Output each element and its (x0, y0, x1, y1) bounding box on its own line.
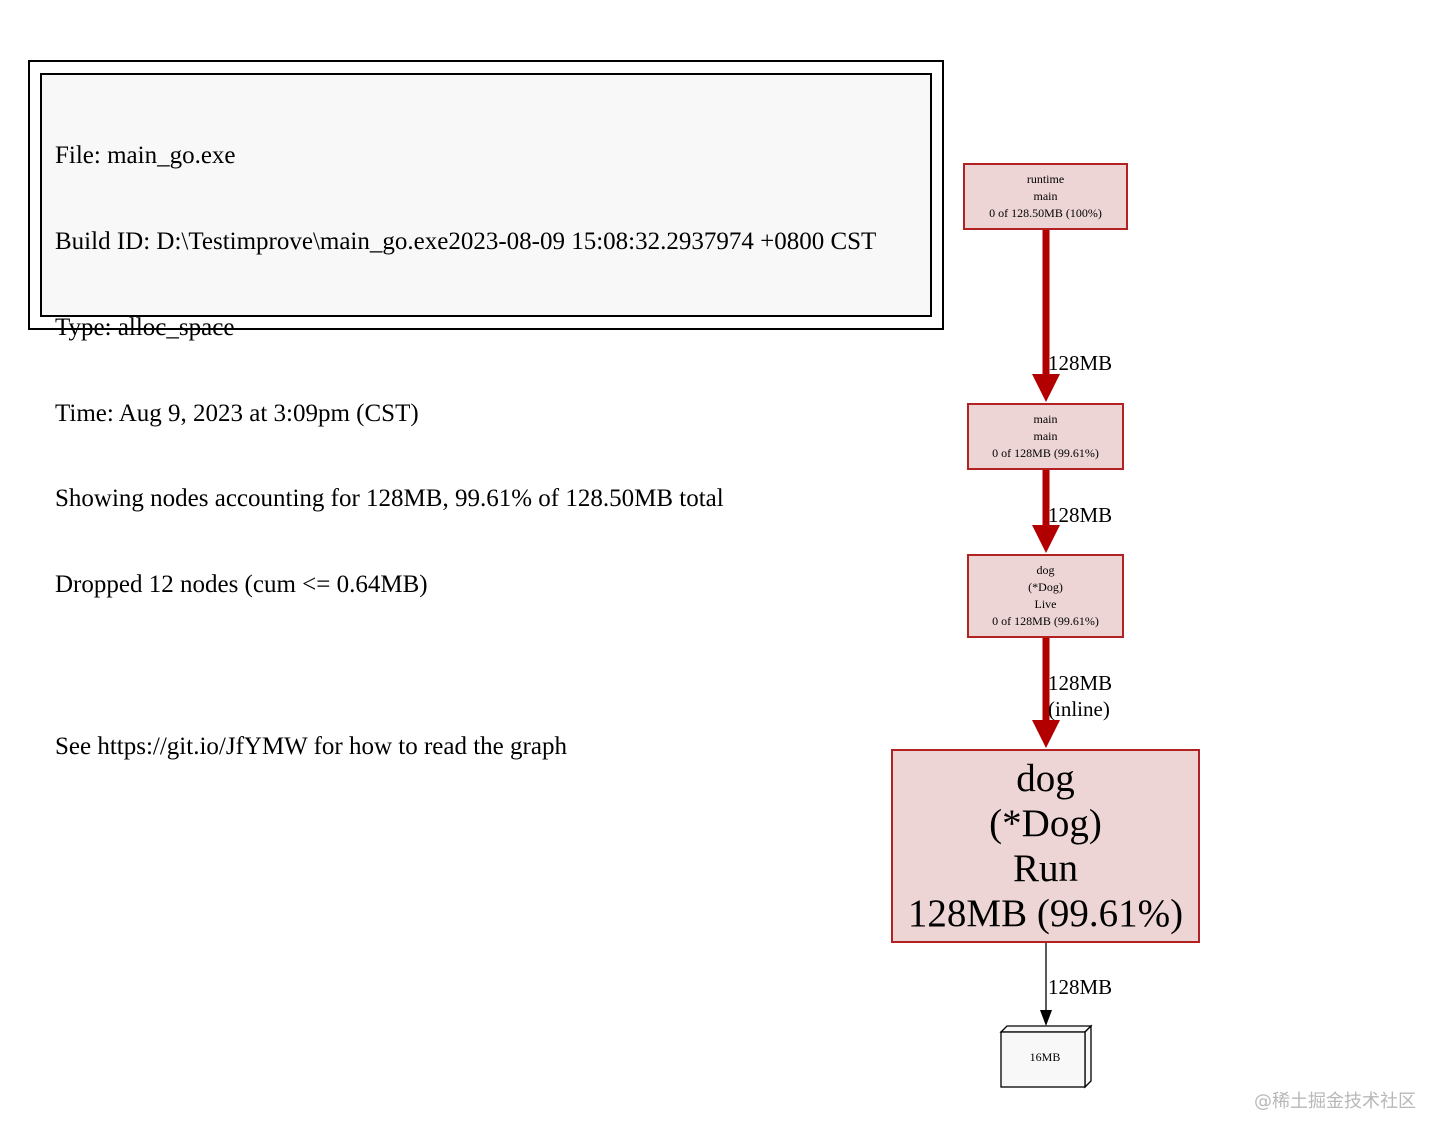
node-package: main (1033, 412, 1058, 426)
legend-time: Time: Aug 9, 2023 at 3:09pm (CST) (55, 399, 419, 427)
legend-build-id: Build ID: D:\Testimprove\main_go.exe2023… (55, 227, 877, 255)
node-stats: 0 of 128.50MB (100%) (989, 206, 1102, 220)
edge-arrowhead (1032, 374, 1060, 402)
node-package: dog (1016, 757, 1075, 800)
node-package: dog (1036, 563, 1055, 577)
node-stats: 128MB (99.61%) (907, 892, 1184, 935)
edge-label: 128MB (inline) (1048, 671, 1113, 721)
node-function: main (1033, 189, 1058, 203)
edge-label: 128MB (1048, 351, 1113, 375)
legend-file: File: main_go.exe (55, 142, 236, 170)
legend-dropped: Dropped 12 nodes (cum <= 0.64MB) (55, 571, 428, 599)
node-dog-run[interactable]: dog (*Dog) Run 128MB (99.61%) (891, 749, 1200, 943)
node-dog-live[interactable]: dog (*Dog) Live 0 of 128MB (99.61%) (967, 554, 1124, 638)
legend-showing: Showing nodes accounting for 128MB, 99.6… (55, 485, 724, 513)
edge-label: 128MB (1048, 503, 1113, 527)
legend-help-link[interactable]: See https://git.io/JfYMW for how to read… (55, 733, 567, 761)
legend-content: File: main_go.exe Build ID: D:\Testimpro… (40, 73, 932, 760)
node-function: Live (1034, 597, 1057, 611)
node-runtime-main[interactable]: runtime main 0 of 128.50MB (100%) (963, 163, 1128, 230)
edge-arrowhead (1040, 1010, 1052, 1026)
node-stats: 0 of 128MB (99.61%) (992, 614, 1099, 628)
leaf-node-label[interactable]: 16MB (1029, 1050, 1061, 1064)
node-function: Run (1012, 847, 1078, 890)
node-stats: 0 of 128MB (99.61%) (992, 446, 1099, 460)
edge-label: 128MB (1048, 975, 1113, 999)
node-package: runtime (1026, 172, 1065, 186)
node-receiver: (*Dog) (989, 802, 1102, 845)
edge-arrowhead (1032, 720, 1060, 748)
edge-arrowhead (1032, 525, 1060, 553)
node-main-main[interactable]: main main 0 of 128MB (99.61%) (967, 403, 1124, 470)
watermark: @稀土掘金技术社区 (1254, 1091, 1416, 1112)
node-function: main (1033, 429, 1058, 443)
legend-type: Type: alloc_space (55, 313, 235, 341)
leaf-box-icon (999, 1024, 1093, 1089)
graph-legend: File: main_go.exe Build ID: D:\Testimpro… (28, 60, 944, 760)
node-receiver: (*Dog) (1028, 580, 1063, 594)
